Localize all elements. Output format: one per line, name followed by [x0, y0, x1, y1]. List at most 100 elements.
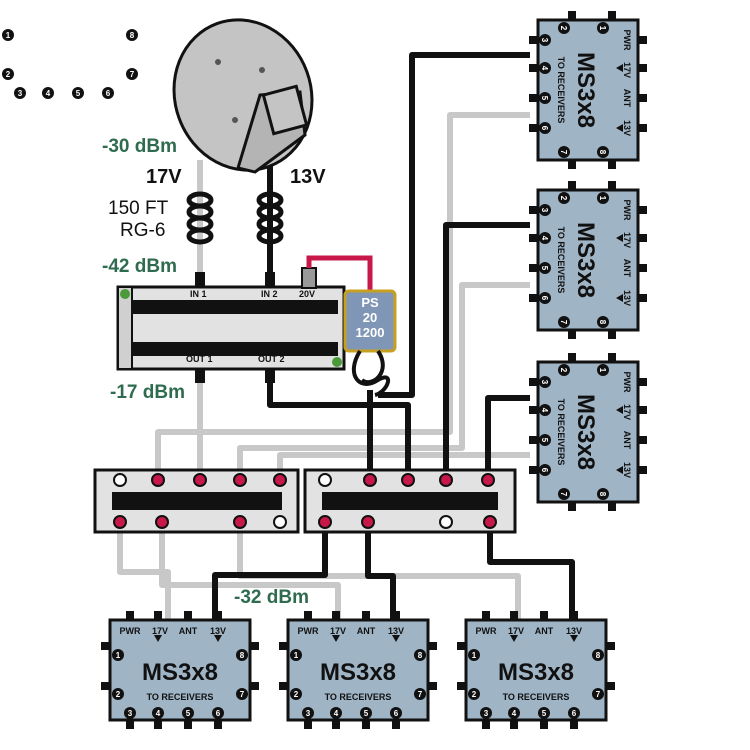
- ms-13v-label: 13V: [622, 290, 632, 306]
- ms-ant-label: ANT: [622, 89, 632, 108]
- port-number: 2: [559, 368, 568, 373]
- port-badge: [414, 649, 426, 661]
- splitter-output-level-label: -32 dBm: [234, 587, 309, 608]
- cable-split-to-ms-mid: [159, 520, 341, 620]
- ms-to-receivers: TO RECEIVERS: [556, 227, 566, 294]
- port-badge: [558, 488, 570, 500]
- port-number: 4: [540, 66, 549, 71]
- ms-17v-label: 17V: [622, 62, 632, 78]
- ms-ant-label: ANT: [179, 626, 198, 636]
- coil-13v: [256, 191, 284, 245]
- port-number: 1: [598, 196, 607, 201]
- port-number: 8: [596, 651, 601, 660]
- multiswitch-right-3: PWR 17V ANT 13V MS3x8 TO RECEIVERS 12345…: [527, 351, 649, 513]
- port-number: 1: [294, 651, 299, 660]
- port-badge: [14, 87, 26, 99]
- port-number: 2: [559, 196, 568, 201]
- port-number: 7: [559, 320, 568, 325]
- port-badge: [330, 707, 342, 719]
- port-number: 4: [46, 89, 51, 98]
- port-badge: [182, 707, 194, 719]
- port-badge: [2, 29, 14, 41]
- port-badge: [538, 707, 550, 719]
- amp-in2-label: IN 2: [261, 289, 278, 299]
- cable-out2-down: [267, 370, 411, 478]
- port-number: 8: [418, 651, 423, 660]
- port-number: 3: [540, 380, 549, 385]
- port-badge: [508, 707, 520, 719]
- satellite-dish-icon: [172, 18, 314, 174]
- port-badge: [390, 707, 402, 719]
- port-number: 5: [364, 709, 369, 718]
- port-number: 3: [18, 89, 23, 98]
- port-number: 1: [472, 651, 477, 660]
- port-badge: [112, 688, 124, 700]
- ms-title: MS3x8: [498, 659, 574, 686]
- amplifier: IN 1 IN 2 20V OUT 1 OUT 2: [116, 267, 346, 383]
- voltage-13v-label: 13V: [290, 166, 326, 188]
- port-number: 2: [294, 690, 299, 699]
- cable-length-label: 150 FT: [108, 198, 169, 219]
- ms-ant-label: ANT: [535, 626, 554, 636]
- port-badge: [102, 87, 114, 99]
- port-number: 7: [596, 690, 601, 699]
- cable-split-to-ms-left: [117, 520, 171, 620]
- cable-split-to-ms-2-13v: [365, 520, 396, 620]
- ms-13v-label: 13V: [622, 462, 632, 478]
- port-badge: [539, 62, 551, 74]
- port-badge: [597, 316, 609, 328]
- port-number: 5: [76, 89, 81, 98]
- ms-pwr-label: PWR: [120, 626, 141, 636]
- port-number: 3: [540, 208, 549, 213]
- port-badge: [290, 688, 302, 700]
- ms-pwr-label: PWR: [298, 626, 319, 636]
- port-number: 1: [598, 26, 607, 31]
- port-number: 5: [540, 96, 549, 101]
- port-badge: [539, 262, 551, 274]
- port-number: 6: [106, 89, 111, 98]
- cable-gray-loop-2: [237, 282, 530, 478]
- ms-pwr-label: PWR: [622, 200, 632, 221]
- ms-ant-label: ANT: [357, 626, 376, 636]
- port-number: 8: [240, 651, 245, 660]
- port-number: 6: [540, 468, 549, 473]
- ms-to-receivers: TO RECEIVERS: [325, 692, 392, 702]
- ms-13v-label: 13V: [388, 626, 404, 636]
- port-number: 1: [6, 31, 11, 40]
- port-badge: [558, 364, 570, 376]
- port-number: 4: [156, 709, 161, 718]
- port-badge: [539, 376, 551, 388]
- ms-13v-label: 13V: [622, 120, 632, 136]
- port-number: 6: [540, 126, 549, 131]
- port-badge: [124, 707, 136, 719]
- port-number: 6: [540, 296, 549, 301]
- cable-type-label: RG-6: [120, 220, 165, 241]
- port-badge: [539, 404, 551, 416]
- port-badge: [539, 292, 551, 304]
- port-badge: [72, 87, 84, 99]
- cable-black-to-ms-top2: [443, 222, 530, 478]
- port-badge: [539, 34, 551, 46]
- red-power-cable: [306, 255, 373, 292]
- cable-black-to-ms-top3: [485, 395, 530, 478]
- amp-pwr-in-label: 20V: [299, 289, 315, 299]
- port-badge: [290, 649, 302, 661]
- ms-pwr-label: PWR: [622, 372, 632, 393]
- cable-split-to-ms-3-13v: [487, 520, 575, 620]
- ms-pwr-label: PWR: [622, 30, 632, 51]
- port-badge: [558, 146, 570, 158]
- port-badge: [592, 649, 604, 661]
- ms-17v-label: 17V: [508, 626, 524, 636]
- port-badge: [468, 649, 480, 661]
- ms-pwr-label: PWR: [476, 626, 497, 636]
- port-number: 7: [130, 70, 135, 79]
- voltage-17v-label: 17V: [146, 166, 182, 188]
- port-badge: [414, 688, 426, 700]
- port-number: 5: [540, 266, 549, 271]
- port-number: 4: [512, 709, 517, 718]
- multiswitch-right-2: PWR 17V ANT 13V MS3x8 TO RECEIVERS 12345…: [527, 179, 649, 341]
- port-badge: [212, 707, 224, 719]
- ms-13v-label: 13V: [210, 626, 226, 636]
